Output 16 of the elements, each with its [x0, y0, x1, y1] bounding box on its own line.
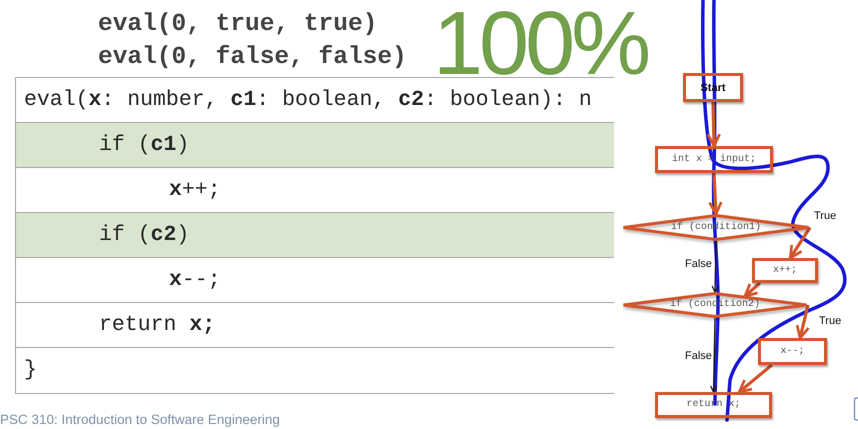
arrow — [706, 102, 721, 148]
arrow — [708, 172, 723, 216]
process-box: x--; — [758, 338, 827, 365]
footer-text: PSC 310: Introduction to Software Engineering — [0, 411, 280, 428]
code-row: if (c1) — [16, 123, 614, 168]
arrow — [788, 226, 812, 260]
arrow — [738, 364, 773, 394]
code-text: eval(0, false, false) — [98, 44, 407, 72]
arrow — [712, 240, 719, 293]
arrow — [744, 282, 761, 298]
arrow — [796, 304, 810, 340]
percentage-text: 100% — [433, 12, 648, 76]
code-text: eval(0, true, true) — [98, 11, 378, 39]
code-row: if (c2) — [16, 213, 614, 258]
arrow — [710, 318, 718, 393]
process-box: x++; — [752, 258, 818, 283]
